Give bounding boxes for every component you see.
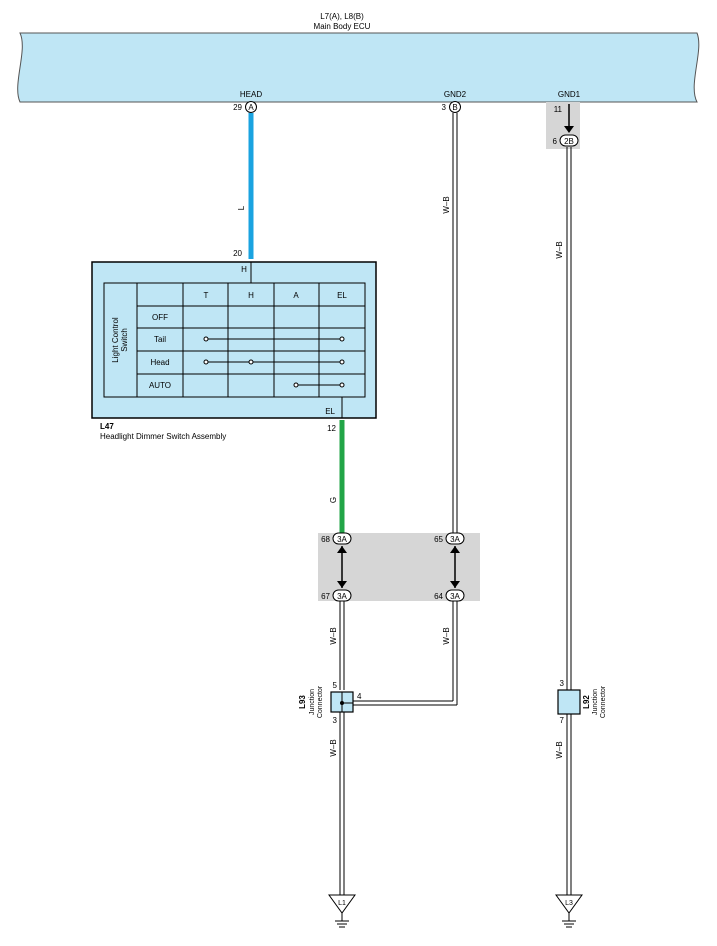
gnd2-wire-color-code: W–B (442, 196, 451, 213)
row-header-head: Head (150, 358, 169, 367)
junction-pin-67-number: 67 (321, 592, 330, 601)
l92-name-label-1: Junction (592, 689, 599, 715)
gnd2-terminal-label: GND2 (444, 90, 467, 99)
junction-pin-68-number: 68 (321, 535, 330, 544)
head-terminal-label: HEAD (240, 90, 262, 99)
junction-pin-67-conn: 3A (337, 592, 347, 601)
gnd1-pin-number: 6 (553, 137, 558, 146)
junction-pin-64-conn: 3A (450, 592, 460, 601)
junction-pin-65-marker (445, 532, 465, 545)
light-control-switch-label-2: Switch (120, 328, 129, 352)
continuity-dot (339, 359, 345, 365)
gnd2-conn-letter: B (452, 103, 457, 112)
l93-pin-bottom: 3 (333, 716, 338, 725)
continuity-dot (339, 336, 345, 342)
l92-pin-top: 3 (560, 679, 565, 688)
gnd1-terminal-label: GND1 (558, 90, 581, 99)
junction-right-down-arrow-icon (450, 581, 460, 588)
junction-pin-68-marker (332, 532, 352, 545)
ecu-id-label: L7(A), L8(B) (320, 12, 364, 21)
continuity-dot (293, 382, 299, 388)
head-pin-number: 29 (233, 103, 242, 112)
junction-pin-68-conn: 3A (337, 535, 347, 544)
row-header-tail: Tail (154, 335, 166, 344)
el-wire-color-code: G (329, 497, 338, 503)
junction-right-up-arrow-icon (450, 546, 460, 553)
mid-lower-wire-color-code: W–B (442, 627, 451, 644)
junction-pin-67-marker (332, 589, 352, 602)
ground-l1-icon (328, 894, 356, 914)
switch-h-pin-number: 20 (233, 249, 242, 258)
light-control-switch-table (103, 282, 366, 398)
ground-l3-label: L3 (565, 900, 573, 907)
continuity-dot (203, 336, 209, 342)
light-control-switch-label-1: Light Control (111, 317, 120, 363)
l93-pin-right: 4 (357, 692, 362, 701)
gnd1-pin-marker (559, 134, 579, 147)
gnd2-pin-marker (449, 101, 461, 113)
left-lower-wire-color-code: W–B (329, 627, 338, 644)
switch-h-terminal-label: H (241, 265, 247, 274)
head-conn-letter: A (248, 103, 254, 112)
l92-junction-connector (557, 689, 581, 715)
gnd1-conn-letter: 2B (564, 137, 574, 146)
junction-pin-64-number: 64 (434, 592, 443, 601)
row-header-off: OFF (152, 313, 168, 322)
l92-pin-bottom: 7 (560, 716, 565, 725)
l93-pin-top: 5 (333, 681, 338, 690)
ground-l3-icon (555, 894, 583, 914)
gnd2-pin-number: 3 (442, 103, 447, 112)
junction-left-up-arrow-icon (337, 546, 347, 553)
column-header-el: EL (337, 291, 347, 300)
continuity-dot (203, 359, 209, 365)
gnd1-arrow-icon (564, 126, 574, 133)
l92-id-label: L92 (582, 695, 591, 709)
head-pin-marker (245, 101, 257, 113)
switch-name-label: Headlight Dimmer Switch Assembly (100, 432, 226, 441)
switch-el-terminal-label: EL (325, 407, 335, 416)
junction-pin-65-conn: 3A (450, 535, 460, 544)
left-bottom-wire-color-code: W–B (329, 739, 338, 756)
switch-el-pin-number: 12 (327, 424, 336, 433)
junction-pin-64-marker (445, 589, 465, 602)
switch-id-label: L47 (100, 422, 114, 431)
head-wire-color-code: L (237, 205, 246, 210)
ground-l1-label: L1 (338, 900, 346, 907)
column-header-a: A (293, 291, 299, 300)
gnd1-top-pin-number: 11 (554, 105, 563, 114)
l93-name-label-2: Connector (317, 685, 324, 718)
l93-id-label: L93 (298, 695, 307, 709)
main-body-ecu-box (17, 32, 700, 103)
l92-name-label-2: Connector (600, 685, 607, 718)
continuity-dot (248, 359, 254, 365)
column-header-h: H (248, 291, 254, 300)
continuity-dot (339, 382, 345, 388)
gnd1-wire-color-code: W–B (555, 241, 564, 258)
junction-pin-65-number: 65 (434, 535, 443, 544)
column-header-t: T (204, 291, 209, 300)
junction-left-down-arrow-icon (337, 581, 347, 588)
l93-name-label-1: Junction (309, 689, 316, 715)
row-header-auto: AUTO (149, 381, 171, 390)
ecu-name-label: Main Body ECU (314, 22, 371, 31)
right-bottom-wire-color-code: W–B (555, 741, 564, 758)
l93-splice-dot (340, 701, 344, 705)
